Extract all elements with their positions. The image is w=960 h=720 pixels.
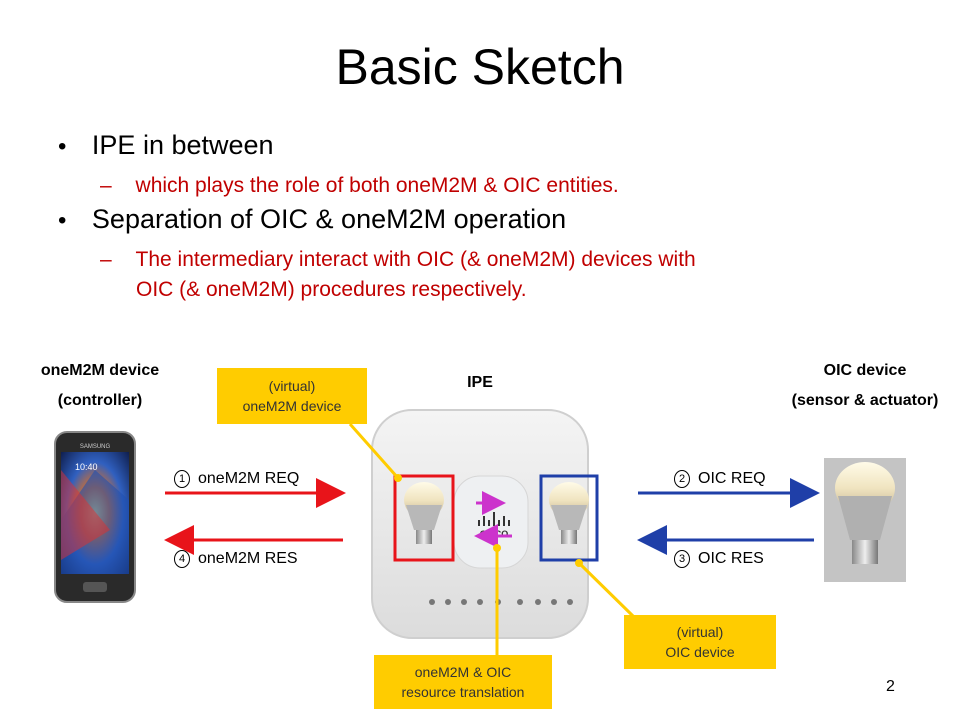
bullet-2-text: Separation of OIC & oneM2M operation: [91, 204, 567, 234]
step-number: 1: [174, 470, 190, 488]
callout-virtual-oic: (virtual) OIC device: [624, 615, 776, 669]
bulb-icon: [549, 482, 589, 544]
virtual-onem2m-box: [393, 474, 455, 562]
step-number: 2: [674, 470, 690, 488]
label-oic-req: 2 OIC REQ: [674, 470, 766, 488]
callout-translation: oneM2M & OIC resource translation: [374, 655, 552, 709]
right-device-label-1: OIC device: [823, 362, 907, 379]
phone-time: 10:40: [75, 462, 98, 472]
dash: –: [100, 174, 112, 197]
ipe-label: IPE: [467, 374, 493, 391]
router-image: [371, 409, 589, 639]
label-text: OIC RES: [698, 550, 764, 568]
callout-line: OIC device: [665, 644, 735, 660]
sub-bullet-2-line1: The intermediary interact with OIC (& on…: [135, 248, 696, 271]
virtual-oic-box: [539, 474, 599, 562]
right-device-label-2: (sensor & actuator): [791, 392, 939, 409]
bullet-1: • IPE in between: [58, 130, 274, 161]
sub-bullet-2-line2: OIC (& oneM2M) procedures respectively.: [136, 278, 527, 301]
bullet-dot: •: [58, 207, 67, 234]
left-device-label-1: oneM2M device: [40, 362, 160, 379]
callout-virtual-onem2m: (virtual) oneM2M device: [217, 368, 367, 424]
callout-line: (virtual): [676, 624, 724, 640]
callout-line: (virtual): [268, 378, 316, 394]
bulb-icon: [835, 462, 895, 564]
label-text: OIC REQ: [698, 470, 766, 488]
step-number: 3: [674, 550, 690, 568]
callout-line: oneM2M & OIC: [414, 664, 512, 680]
dash: –: [100, 248, 112, 271]
left-device-label-2: (controller): [57, 392, 143, 409]
callout-line: oneM2M device: [242, 398, 342, 414]
label-onem2m-res: 4 oneM2M RES: [174, 550, 298, 568]
bulb-icon: [404, 482, 444, 544]
bullet-1-text: IPE in between: [91, 130, 274, 160]
phone-image: [54, 431, 136, 603]
phone-brand: SAMSUNG: [80, 444, 111, 450]
label-text: oneM2M RES: [198, 550, 298, 568]
connector-virtual-onem2m: [348, 423, 400, 479]
label-oic-res: 3 OIC RES: [674, 550, 764, 568]
bullet-2: • Separation of OIC & oneM2M operation: [58, 204, 566, 235]
bullet-dot: •: [58, 133, 67, 160]
slide-title: Basic Sketch: [335, 39, 625, 95]
callout-line: resource translation: [401, 684, 525, 700]
sub-bullet-2: – The intermediary interact with OIC (& …: [100, 246, 696, 273]
page-number: 2: [886, 678, 895, 695]
sub-bullet-1: – which plays the role of both oneM2M & …: [100, 172, 619, 199]
label-text: oneM2M REQ: [198, 470, 300, 488]
connector-virtual-oic: [577, 561, 636, 619]
step-number: 4: [174, 550, 190, 568]
sub-bullet-1-text: which plays the role of both oneM2M & OI…: [135, 174, 619, 197]
label-onem2m-req: 1 oneM2M REQ: [174, 470, 299, 488]
